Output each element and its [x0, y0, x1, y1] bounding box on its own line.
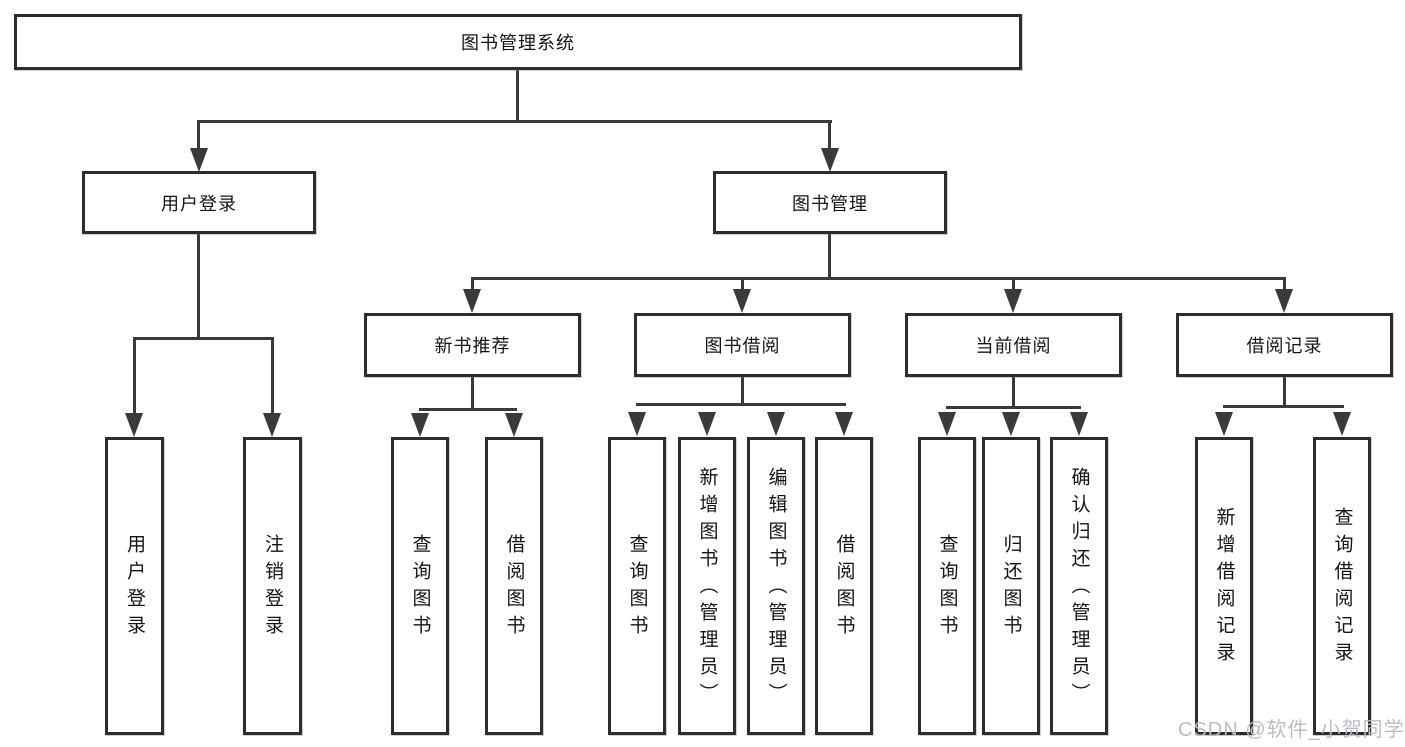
node-leaf-logout: 注销登录 — [243, 437, 302, 735]
connector-book-mgmt-drop — [828, 120, 831, 150]
node-leaf-cb-query-book: 查询图书 — [918, 437, 976, 735]
arrow-down-icon — [1070, 412, 1088, 436]
connector-user-login-split — [133, 337, 274, 340]
csdn-watermark: CSDN @软件_小贺同学 — [1178, 719, 1405, 741]
connector-bb-stem — [741, 377, 744, 406]
node-leaf-bb-borrow-book: 借阅图书 — [815, 437, 873, 735]
connector-user-login-drop — [197, 120, 200, 150]
connector-l3-drop — [741, 277, 744, 291]
connector-l3-drop — [1283, 277, 1286, 291]
connector-cb-split — [946, 406, 1081, 409]
arrow-down-icon — [767, 412, 785, 436]
arrow-down-icon — [628, 412, 646, 436]
connector-nbr-split — [419, 408, 517, 411]
connector-root-stem — [516, 70, 519, 123]
arrow-down-icon — [733, 289, 751, 313]
arrow-down-icon — [1215, 412, 1233, 436]
node-root: 图书管理系统 — [14, 14, 1022, 70]
arrow-down-icon — [190, 148, 208, 172]
connector-br-split — [1223, 405, 1344, 408]
connector-nbr-stem — [471, 377, 474, 411]
node-leaf-cb-return-book: 归还图书 — [982, 437, 1040, 735]
connector-bb-split — [636, 403, 846, 406]
node-leaf-cb-confirm-return: 确认归还（管理员） — [1050, 437, 1108, 735]
node-leaf-br-query-record: 查询借阅记录 — [1313, 437, 1371, 735]
arrow-down-icon — [263, 413, 281, 437]
arrow-down-icon — [835, 412, 853, 436]
connector-level3-split — [471, 277, 1286, 280]
connector-level1-split — [197, 120, 832, 123]
node-leaf-br-add-record: 新增借阅记录 — [1195, 437, 1253, 735]
arrow-down-icon — [505, 413, 523, 437]
arrow-down-icon — [1275, 289, 1293, 313]
arrow-down-icon — [698, 412, 716, 436]
node-leaf-user-login: 用户登录 — [105, 437, 164, 735]
node-user-login: 用户登录 — [82, 171, 316, 234]
node-current-borrow: 当前借阅 — [905, 313, 1122, 377]
node-leaf-nbr-query-book: 查询图书 — [391, 437, 449, 735]
node-new-book-rec: 新书推荐 — [364, 313, 581, 377]
node-book-borrow: 图书借阅 — [634, 313, 851, 377]
connector-leaf-drop — [271, 337, 274, 415]
arrow-down-icon — [463, 289, 481, 313]
connector-cb-stem — [1012, 377, 1015, 409]
connector-br-stem — [1283, 377, 1286, 408]
connector-leaf-drop — [133, 337, 136, 415]
node-leaf-bb-query-book: 查询图书 — [608, 437, 666, 735]
node-leaf-nbr-borrow-book: 借阅图书 — [485, 437, 543, 735]
arrow-down-icon — [1004, 289, 1022, 313]
connector-l3-drop — [471, 277, 474, 291]
arrow-down-icon — [1002, 412, 1020, 436]
arrow-down-icon — [125, 413, 143, 437]
connector-l3-drop — [1012, 277, 1015, 291]
connector-book-mgmt-stem — [828, 234, 831, 280]
node-leaf-bb-add-book: 新增图书（管理员） — [678, 437, 736, 735]
arrow-down-icon — [821, 148, 839, 172]
arrow-down-icon — [938, 412, 956, 436]
connector-user-login-stem — [197, 234, 200, 340]
arrow-down-icon — [1333, 412, 1351, 436]
arrow-down-icon — [411, 413, 429, 437]
node-leaf-bb-edit-book: 编辑图书（管理员） — [747, 437, 805, 735]
node-book-mgmt: 图书管理 — [713, 171, 947, 234]
node-borrow-records: 借阅记录 — [1176, 313, 1393, 377]
